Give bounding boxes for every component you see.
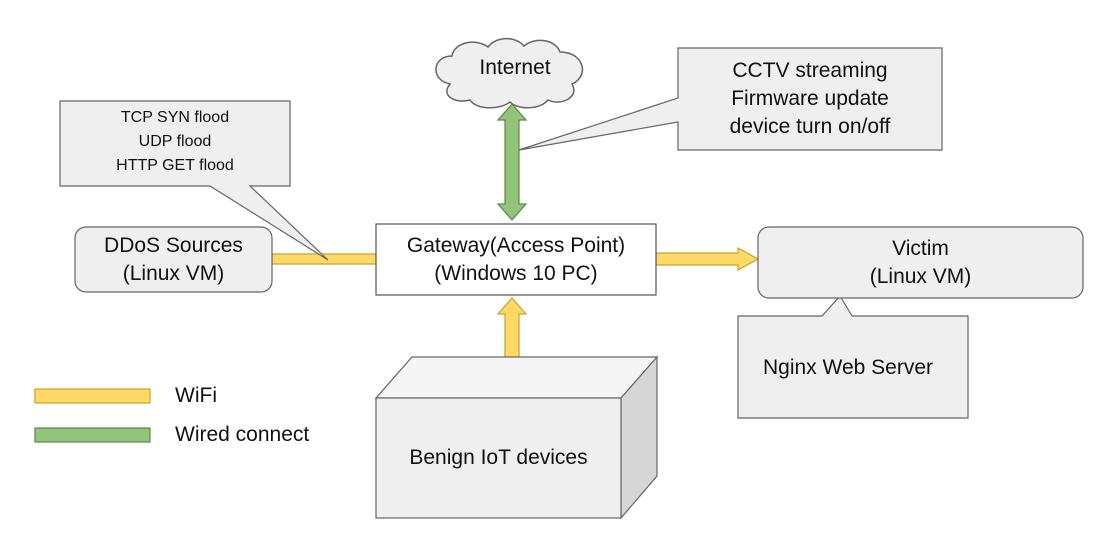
ddos-sources-title: DDoS Sources [104, 234, 243, 257]
victim-title: Victim [892, 237, 949, 260]
victim-label: Victim (Linux VM) [758, 235, 1083, 291]
victim-box [757, 226, 1084, 299]
legend-wired-label: Wired connect [175, 423, 310, 446]
traffic-item: Firmware update [731, 87, 889, 110]
attack-item: HTTP GET flood [116, 157, 234, 174]
gateway-subtitle: (Windows 10 PC) [434, 262, 598, 285]
traffic-item: device turn on/off [729, 115, 891, 138]
attack-callout-text: TCP SYN flood UDP flood HTTP GET flood [60, 106, 290, 178]
legend-wired-swatch [34, 427, 151, 443]
traffic-item: CCTV streaming [732, 59, 888, 82]
server-callout-text: Nginx Web Server [762, 356, 933, 379]
ddos-sources-label: DDoS Sources (Linux VM) [75, 232, 272, 288]
traffic-callout-shape [518, 47, 943, 151]
server-callout-shape [737, 294, 969, 419]
legend-wifi-swatch [34, 388, 151, 404]
attack-callout-shape [59, 100, 329, 261]
traffic-callout-text: CCTV streaming Firmware update device tu… [678, 57, 942, 141]
internet-cloud [435, 37, 584, 109]
ddos-sources-box [74, 226, 273, 293]
ddos-sources-subtitle: (Linux VM) [122, 262, 225, 285]
benign-iot-cube [374, 355, 659, 520]
victim-subtitle: (Linux VM) [869, 265, 972, 288]
gateway-box [375, 223, 657, 296]
wired-link-arrow [496, 103, 528, 221]
attack-item: TCP SYN flood [120, 109, 230, 126]
benign-iot-label: Benign IoT devices [409, 446, 588, 469]
internet-label: Internet [479, 56, 551, 79]
wifi-link-victim-arrow [655, 246, 760, 272]
legend-wifi-label: WiFi [175, 384, 217, 407]
gateway-label: Gateway(Access Point) (Windows 10 PC) [376, 232, 656, 288]
attack-item: UDP flood [138, 133, 212, 150]
gateway-title: Gateway(Access Point) [406, 234, 626, 257]
